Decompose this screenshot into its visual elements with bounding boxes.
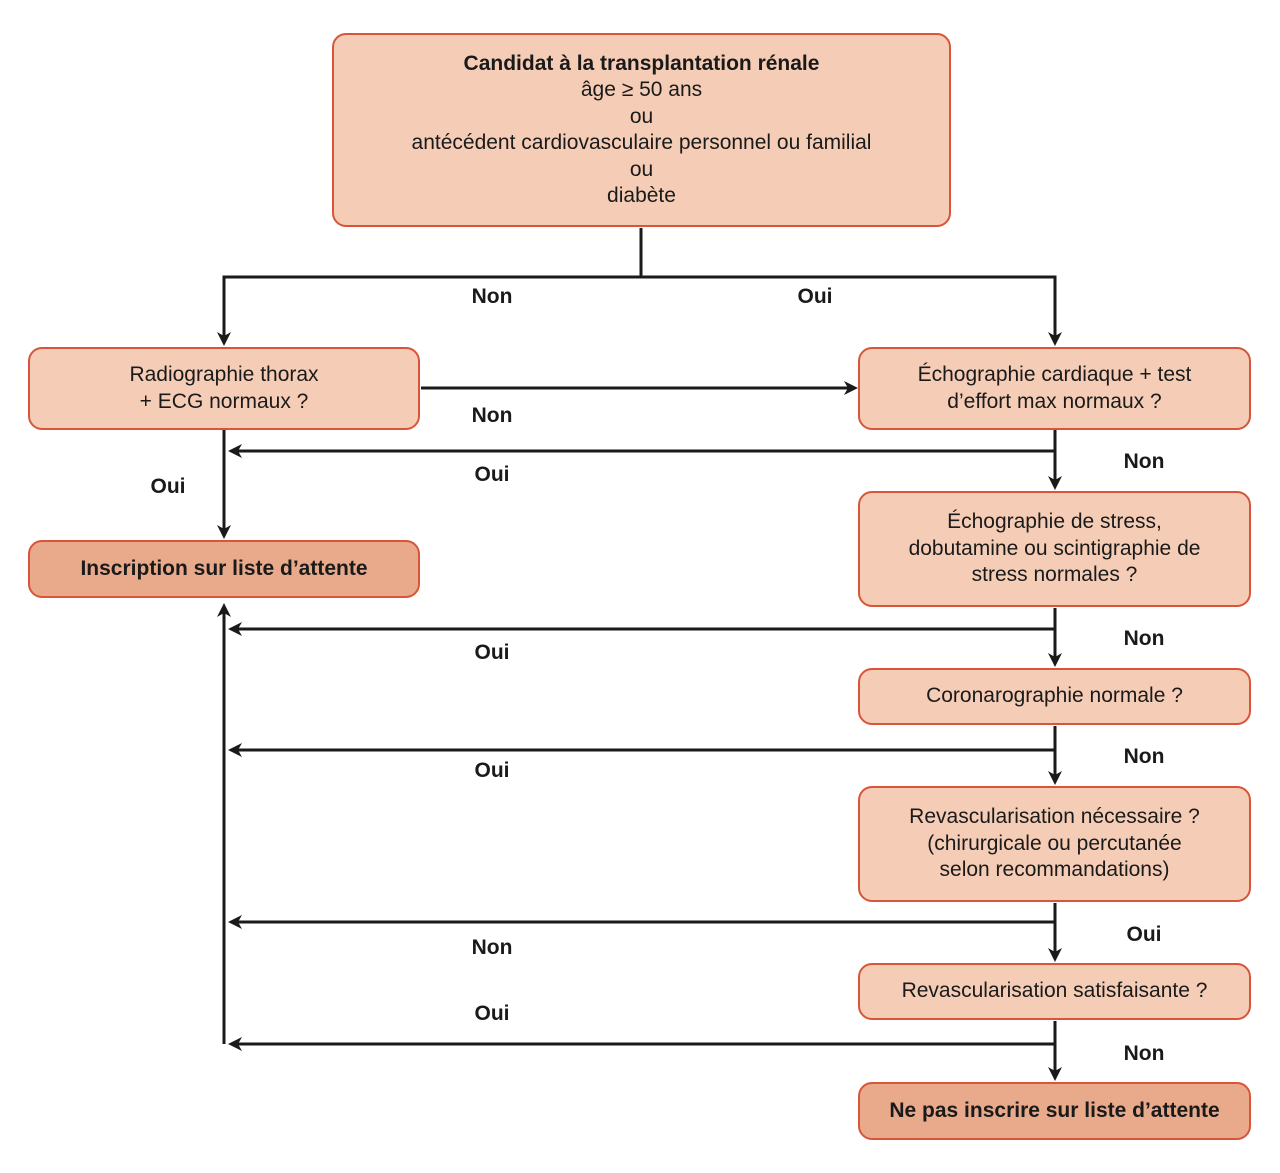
- inscription-label: Inscription sur liste d’attente: [80, 556, 368, 580]
- edge-revasc-ok-oui: [228, 1021, 1057, 1051]
- revascularisation-line: (chirurgicale ou percutanée: [927, 831, 1182, 855]
- start-node-line: diabète: [607, 184, 676, 207]
- edge-label-echo-oui: Oui: [474, 463, 510, 486]
- stress-line: dobutamine ou scintigraphie de: [908, 536, 1201, 560]
- edge-label-revasc-oui: Oui: [1126, 923, 1162, 946]
- start-node-line: âge ≥ 50 ans: [580, 78, 703, 101]
- edge-label-stress-oui: Oui: [474, 641, 510, 664]
- radio-ecg-line: Radiographie thorax: [129, 363, 319, 386]
- edge-coro-oui: [228, 726, 1057, 757]
- stress-node: Échographie de stress, dobutamine ou sci…: [858, 491, 1251, 607]
- edge-label-revasc-non: Non: [471, 936, 513, 959]
- echo-effort-line: d’effort max normaux ?: [947, 389, 1162, 413]
- revascularisation-satisfaisante-node: Revascularisation satisfaisante ?: [858, 963, 1251, 1020]
- start-node-line: ou: [629, 104, 654, 128]
- edge-label-stress-non: Non: [1123, 627, 1165, 650]
- edge-stress-oui: [228, 608, 1057, 636]
- edge-label-coro-oui: Oui: [474, 759, 510, 782]
- radio-ecg-line: + ECG normaux ?: [139, 389, 309, 413]
- start-node-title: Candidat à la transplantation rénale: [463, 51, 820, 75]
- start-node-line: ou: [629, 157, 654, 181]
- edge-label-radio-oui: Oui: [150, 475, 186, 498]
- revascularisation-satisfaisante-label: Revascularisation satisfaisante ?: [901, 979, 1208, 1003]
- edge-label-revasc-ok-oui: Oui: [474, 1002, 510, 1025]
- inscription-node: Inscription sur liste d’attente: [28, 540, 420, 598]
- edge-label-revasc-ok-non: Non: [1123, 1042, 1165, 1065]
- revascularisation-node: Revascularisation nécessaire ? (chirurgi…: [858, 786, 1251, 902]
- revascularisation-line: Revascularisation nécessaire ?: [909, 805, 1200, 829]
- edge-start-to-echo: [641, 275, 1062, 346]
- radio-ecg-node: Radiographie thorax + ECG normaux ?: [28, 347, 420, 430]
- coronarographie-label: Coronarographie normale ?: [926, 684, 1183, 708]
- edge-echo-oui: [228, 430, 1057, 458]
- stress-line: stress normales ?: [971, 563, 1138, 587]
- echo-effort-node: Échographie cardiaque + test d’effort ma…: [858, 347, 1251, 430]
- edge-label-start-non: Non: [471, 285, 513, 308]
- start-node-line: antécédent cardiovasculaire personnel ou…: [411, 131, 872, 154]
- edge-revasc-non: [228, 903, 1057, 929]
- revascularisation-line: selon recommandations): [939, 858, 1170, 882]
- edge-label-start-oui: Oui: [797, 285, 833, 308]
- no-inscription-label: Ne pas inscrire sur liste d’attente: [889, 1098, 1220, 1122]
- stress-line: Échographie de stress,: [947, 510, 1162, 534]
- coronarographie-node: Coronarographie normale ?: [858, 668, 1251, 725]
- no-inscription-node: Ne pas inscrire sur liste d’attente: [858, 1082, 1251, 1140]
- edge-label-radio-non: Non: [471, 404, 513, 427]
- edge-label-coro-non: Non: [1123, 745, 1165, 768]
- start-node: Candidat à la transplantation rénale âge…: [332, 33, 951, 227]
- edge-label-echo-non: Non: [1123, 450, 1165, 473]
- echo-effort-line: Échographie cardiaque + test: [917, 363, 1192, 386]
- edge-start-to-radio: [217, 275, 641, 346]
